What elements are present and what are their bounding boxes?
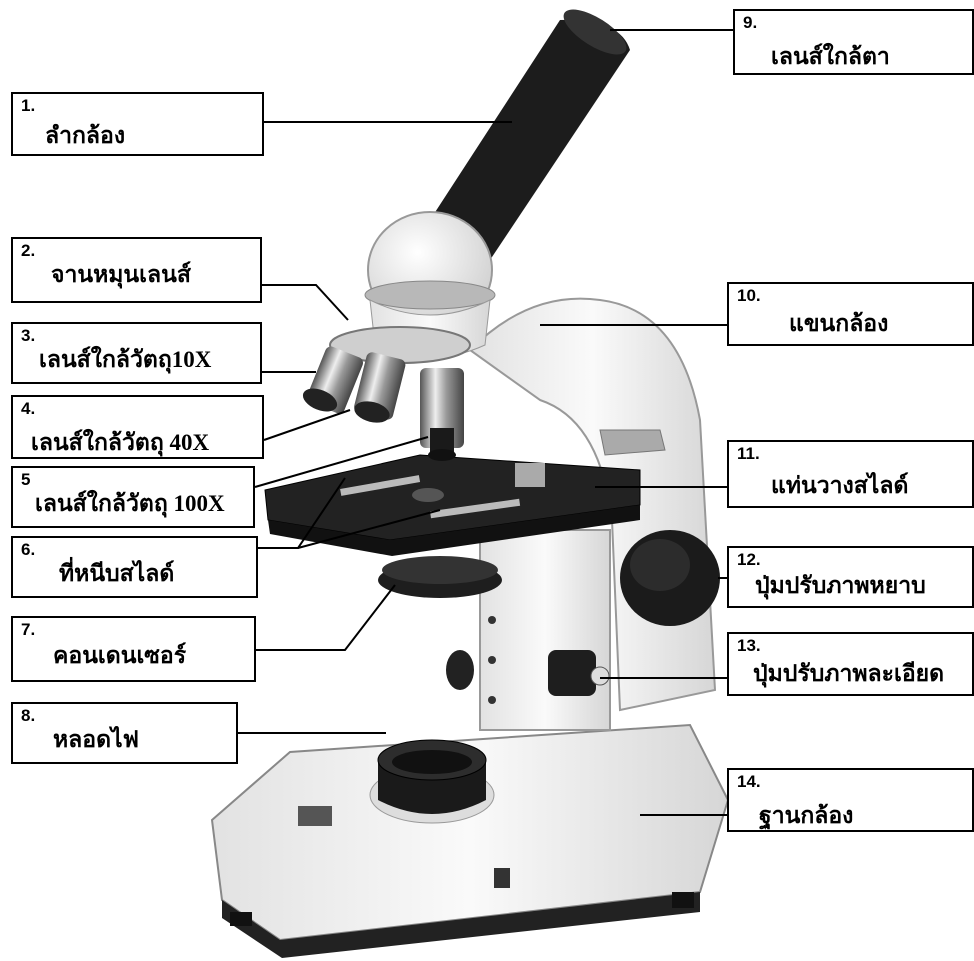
- condenser: [378, 556, 502, 598]
- coarse-knob: [620, 530, 720, 626]
- label-3-objective-10x: 3. เลนส์ใกล้วัตถุ10X: [11, 322, 262, 384]
- label-4-objective-40x: 4. เลนส์ใกล้วัตถุ 40X: [11, 395, 264, 459]
- stage-block: [480, 530, 610, 730]
- lamp: [370, 740, 494, 823]
- leader-4: [264, 410, 350, 440]
- label-2-nosepiece: 2. จานหมุนเลนส์: [11, 237, 262, 303]
- label-9-eyepiece: 9. เลนส์ใกล้ตา: [733, 9, 974, 75]
- label-12-coarse-focus: 12. ปุ่มปรับภาพหยาบ: [727, 546, 974, 608]
- label-5-objective-100x: 5 เลนส์ใกล้วัตถุ 100X: [11, 466, 255, 528]
- label-11-stage: 11. แท่นวางสไลด์: [727, 440, 974, 508]
- label-10-arm: 10. แขนกล้อง: [727, 282, 974, 346]
- objective-100x: [420, 368, 464, 461]
- label-8-lamp: 8. หลอดไฟ: [11, 702, 238, 764]
- label-6-stage-clip: 6. ที่หนีบสไลด์: [11, 536, 258, 598]
- label-7-condenser: 7. คอนเดนเซอร์: [11, 616, 256, 682]
- label-13-fine-focus: 13. ปุ่มปรับภาพละเอียด: [727, 632, 974, 696]
- leader-7: [256, 585, 395, 650]
- leader-2: [262, 285, 348, 320]
- label-1-barrel: 1. ลำกล้อง: [11, 92, 264, 156]
- label-14-base: 14. ฐานกล้อง: [727, 768, 974, 832]
